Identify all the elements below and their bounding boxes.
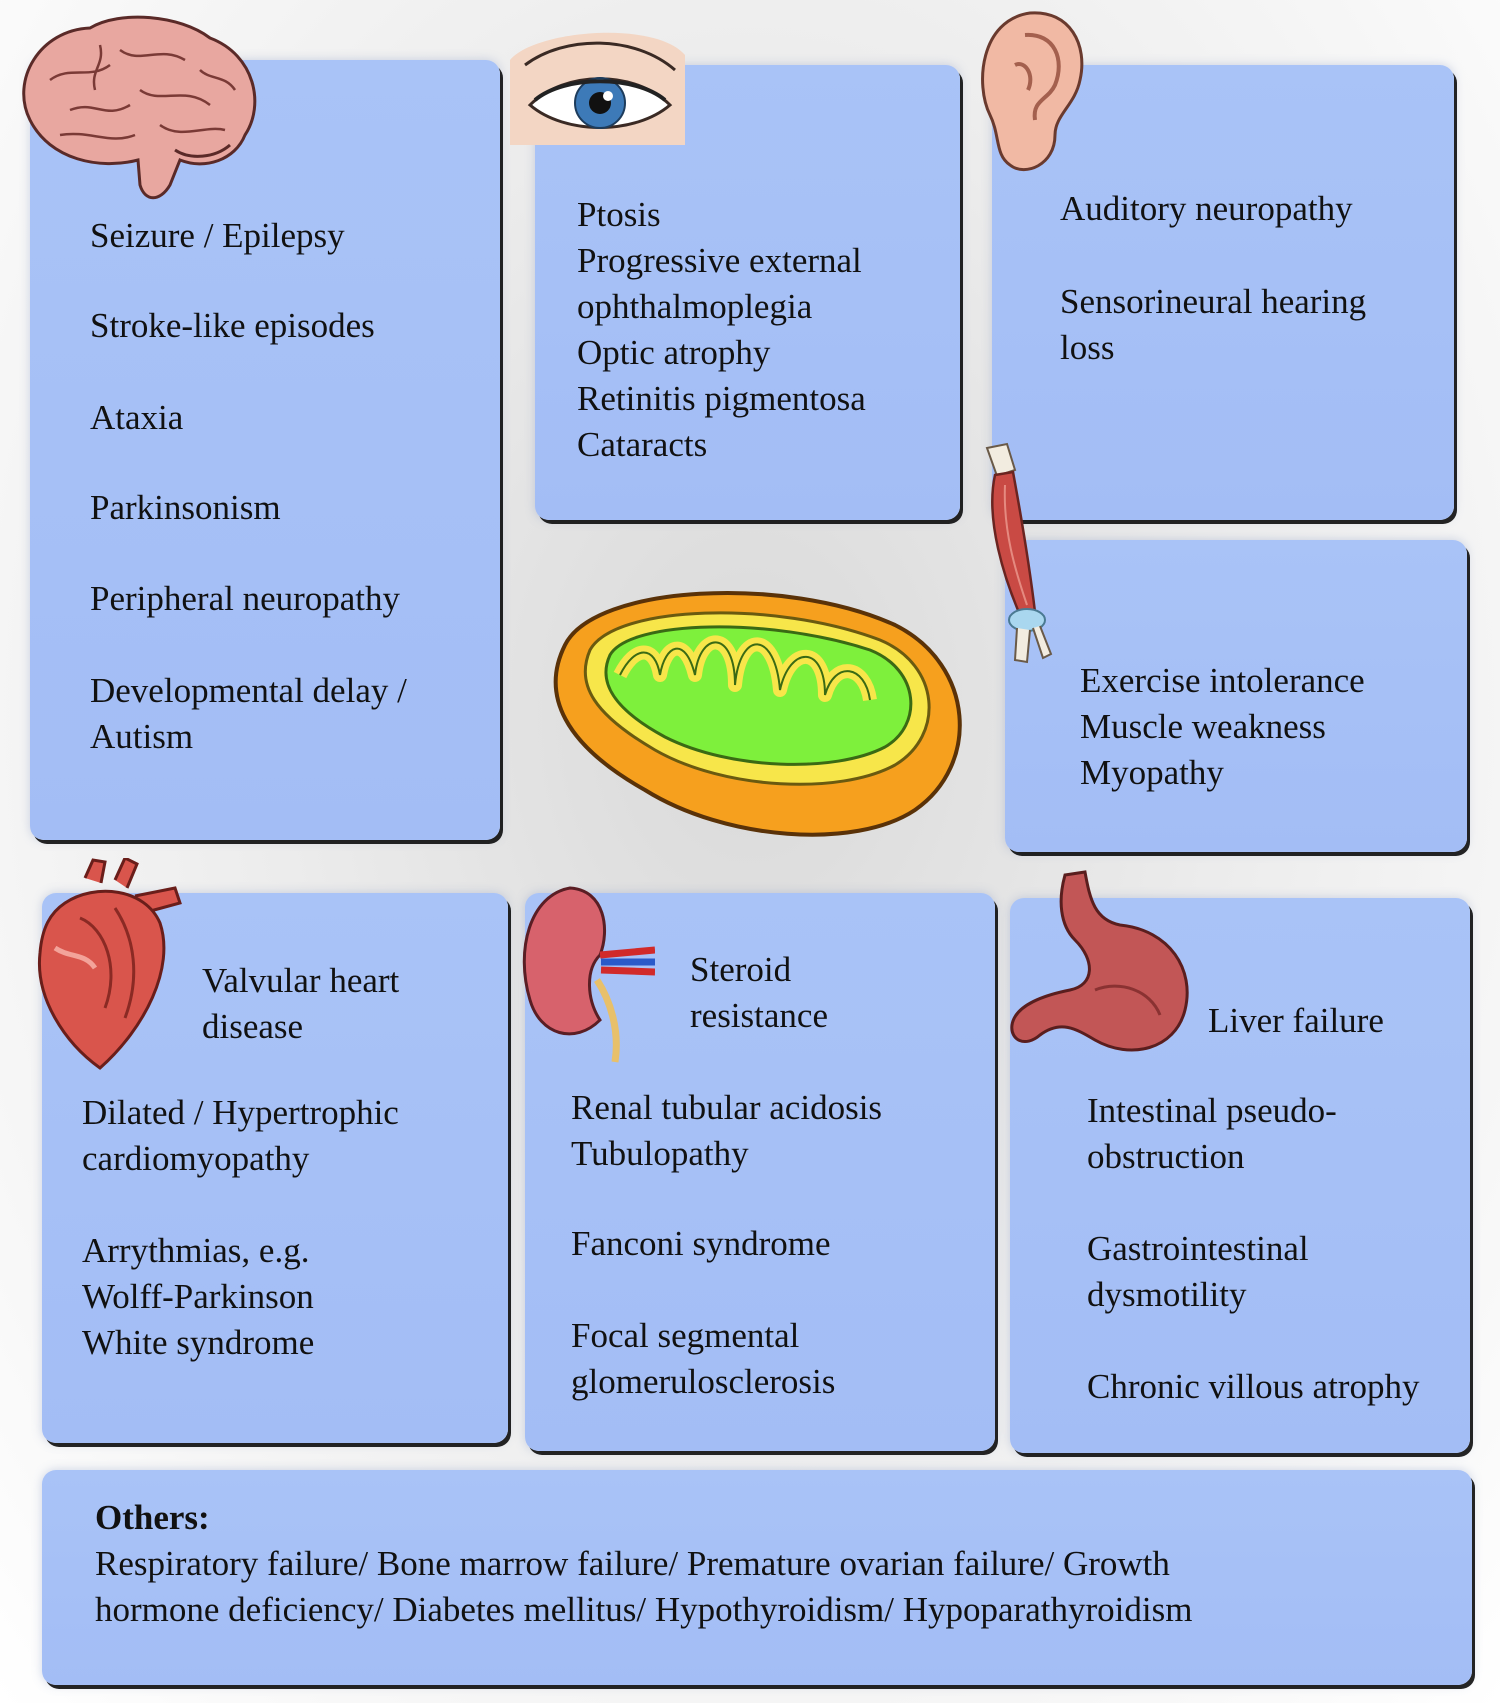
ear-item-2: Sensorineural hearing loss: [1060, 282, 1367, 367]
eye-item-2: Progressive external ophthalmoplegia: [577, 241, 862, 326]
auditory-panel: [992, 65, 1454, 520]
neuro-item-1: Seizure / Epilepsy: [90, 216, 345, 255]
gastro-item-3: Chronic villous atrophy: [1087, 1367, 1420, 1406]
gastro-header: Liver failure: [1208, 1001, 1384, 1040]
renal-item-1: Renal tubular acidosis Tubulopathy: [571, 1088, 883, 1173]
eye-item-1: Ptosis: [577, 195, 661, 234]
eye-icon: [510, 32, 685, 145]
gastro-item-1: Intestinal pseudo- obstruction: [1087, 1091, 1337, 1176]
neuro-item-6: Developmental delay / Autism: [90, 671, 407, 756]
arm-muscle-icon: [985, 442, 1053, 664]
neuro-panel: [30, 60, 500, 840]
neuro-item-4: Parkinsonism: [90, 488, 281, 527]
renal-header: Steroid resistance: [690, 950, 828, 1035]
muscle-item-1: Exercise intolerance: [1080, 661, 1365, 700]
gastro-item-2: Gastrointestinal dysmotility: [1087, 1229, 1309, 1314]
renal-item-3: Focal segmental glomerulosclerosis: [571, 1316, 836, 1401]
stomach-icon: [1010, 870, 1189, 1052]
muscle-item-2: Muscle weakness: [1080, 707, 1326, 746]
neuro-item-5: Peripheral neuropathy: [90, 579, 401, 618]
mitochondrion-icon: [553, 591, 962, 837]
cardiac-item-2: Arrythmias, e.g. Wolff-Parkinson White s…: [82, 1231, 315, 1362]
others-panel: [42, 1470, 1472, 1685]
renal-item-2: Fanconi syndrome: [571, 1224, 831, 1263]
cardiac-header: Valvular heart disease: [202, 961, 400, 1046]
eye-item-3: Optic atrophy: [577, 333, 771, 372]
heart-icon: [37, 858, 182, 1070]
neuro-item-2: Stroke-like episodes: [90, 306, 375, 345]
cardiac-item-1: Dilated / Hypertrophic cardiomyopathy: [82, 1093, 399, 1178]
kidney-icon: [522, 886, 655, 1063]
ear-icon: [981, 11, 1084, 171]
brain-icon: [22, 15, 257, 200]
muscle-panel: [1005, 540, 1467, 852]
eye-item-4: Retinitis pigmentosa: [577, 379, 866, 418]
others-text: Respiratory failure/ Bone marrow failure…: [95, 1544, 1193, 1629]
ear-item-1: Auditory neuropathy: [1060, 189, 1353, 228]
muscle-item-3: Myopathy: [1080, 753, 1224, 792]
others-title: Others:: [95, 1498, 210, 1537]
eye-item-5: Cataracts: [577, 425, 708, 464]
neuro-item-3: Ataxia: [90, 398, 184, 437]
